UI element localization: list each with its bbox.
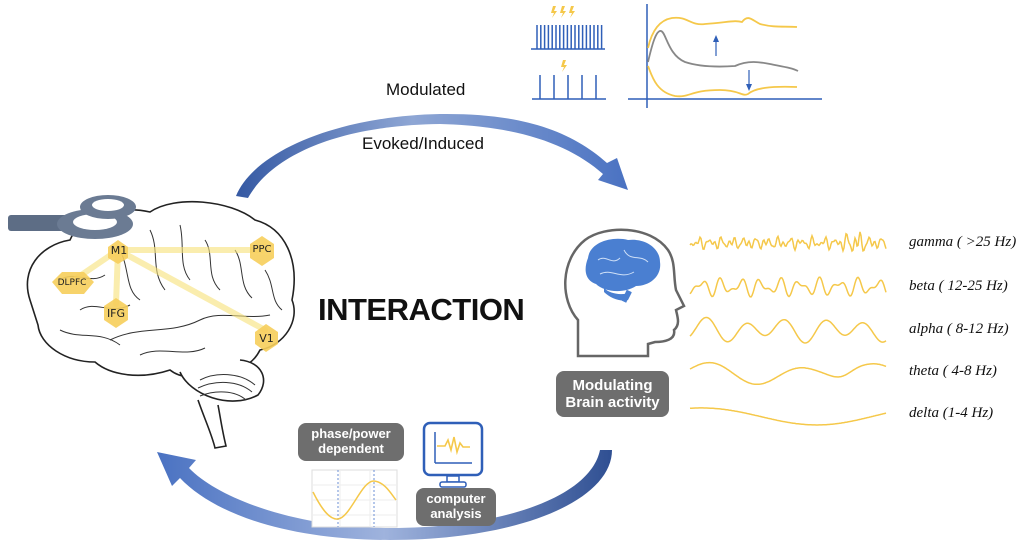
region-label-ifg: IFG (106, 307, 126, 320)
modulating-label-line1: Modulating (572, 376, 653, 394)
region-hex-v1 (255, 324, 278, 352)
interaction-title: INTERACTION (318, 292, 525, 327)
lightning-icon (561, 60, 567, 72)
evoked-induced-label: Evoked/Induced (362, 134, 484, 153)
region-hex-dlpfc (52, 272, 94, 294)
computer-label-line2: analysis (430, 506, 482, 521)
region-label-dlpfc: DLPFC (57, 278, 87, 288)
computer-label-line1: computer (426, 491, 486, 507)
wave-theta (689, 361, 887, 386)
phase-power-dependent-label: phase/power dependent (298, 423, 404, 461)
region-hex-ppc (250, 236, 274, 266)
response-plot (628, 4, 822, 108)
phase-label-line1: phase/power (311, 426, 391, 442)
region-hexagons (52, 236, 278, 352)
wave-gamma (689, 231, 887, 254)
top-curved-arrow (236, 113, 628, 198)
wave-beta (689, 276, 887, 298)
modulating-label-line2: Brain activity (565, 394, 660, 411)
region-label-v1: V1 (259, 332, 274, 345)
modulated-label: Modulated (386, 80, 466, 99)
blue-brain-icon (585, 238, 661, 303)
arrow-down-icon (746, 70, 752, 91)
modulating-brain-activity-label: Modulating Brain activity (556, 371, 669, 417)
cerebellum (197, 374, 256, 401)
low-frequency-train (532, 60, 606, 100)
band-label-beta: beta ( 12-25 Hz) (909, 278, 1008, 294)
wave-alpha (689, 316, 887, 344)
arrow-up-icon (713, 35, 719, 56)
brain-outline (26, 200, 295, 449)
region-label-m1: M1 (110, 244, 128, 257)
region-label-ppc: PPC (252, 244, 272, 255)
tms-coil-icon (8, 195, 136, 239)
region-hex-ifg (104, 298, 128, 328)
band-label-theta: theta ( 4-8 Hz) (909, 363, 997, 379)
phase-label-line2: dependent (318, 441, 384, 456)
band-label-gamma: gamma ( >25 Hz) (909, 234, 1017, 250)
wave-delta (689, 407, 887, 426)
region-hex-m1 (108, 240, 128, 264)
band-label-delta: delta (1-4 Hz) (909, 405, 994, 421)
band-label-alpha: alpha ( 8-12 Hz) (909, 321, 1009, 337)
bottom-curved-arrow (157, 450, 612, 540)
lightning-icon (551, 6, 575, 18)
high-frequency-train (531, 6, 605, 50)
computer-analysis-label: computer analysis (416, 488, 496, 526)
